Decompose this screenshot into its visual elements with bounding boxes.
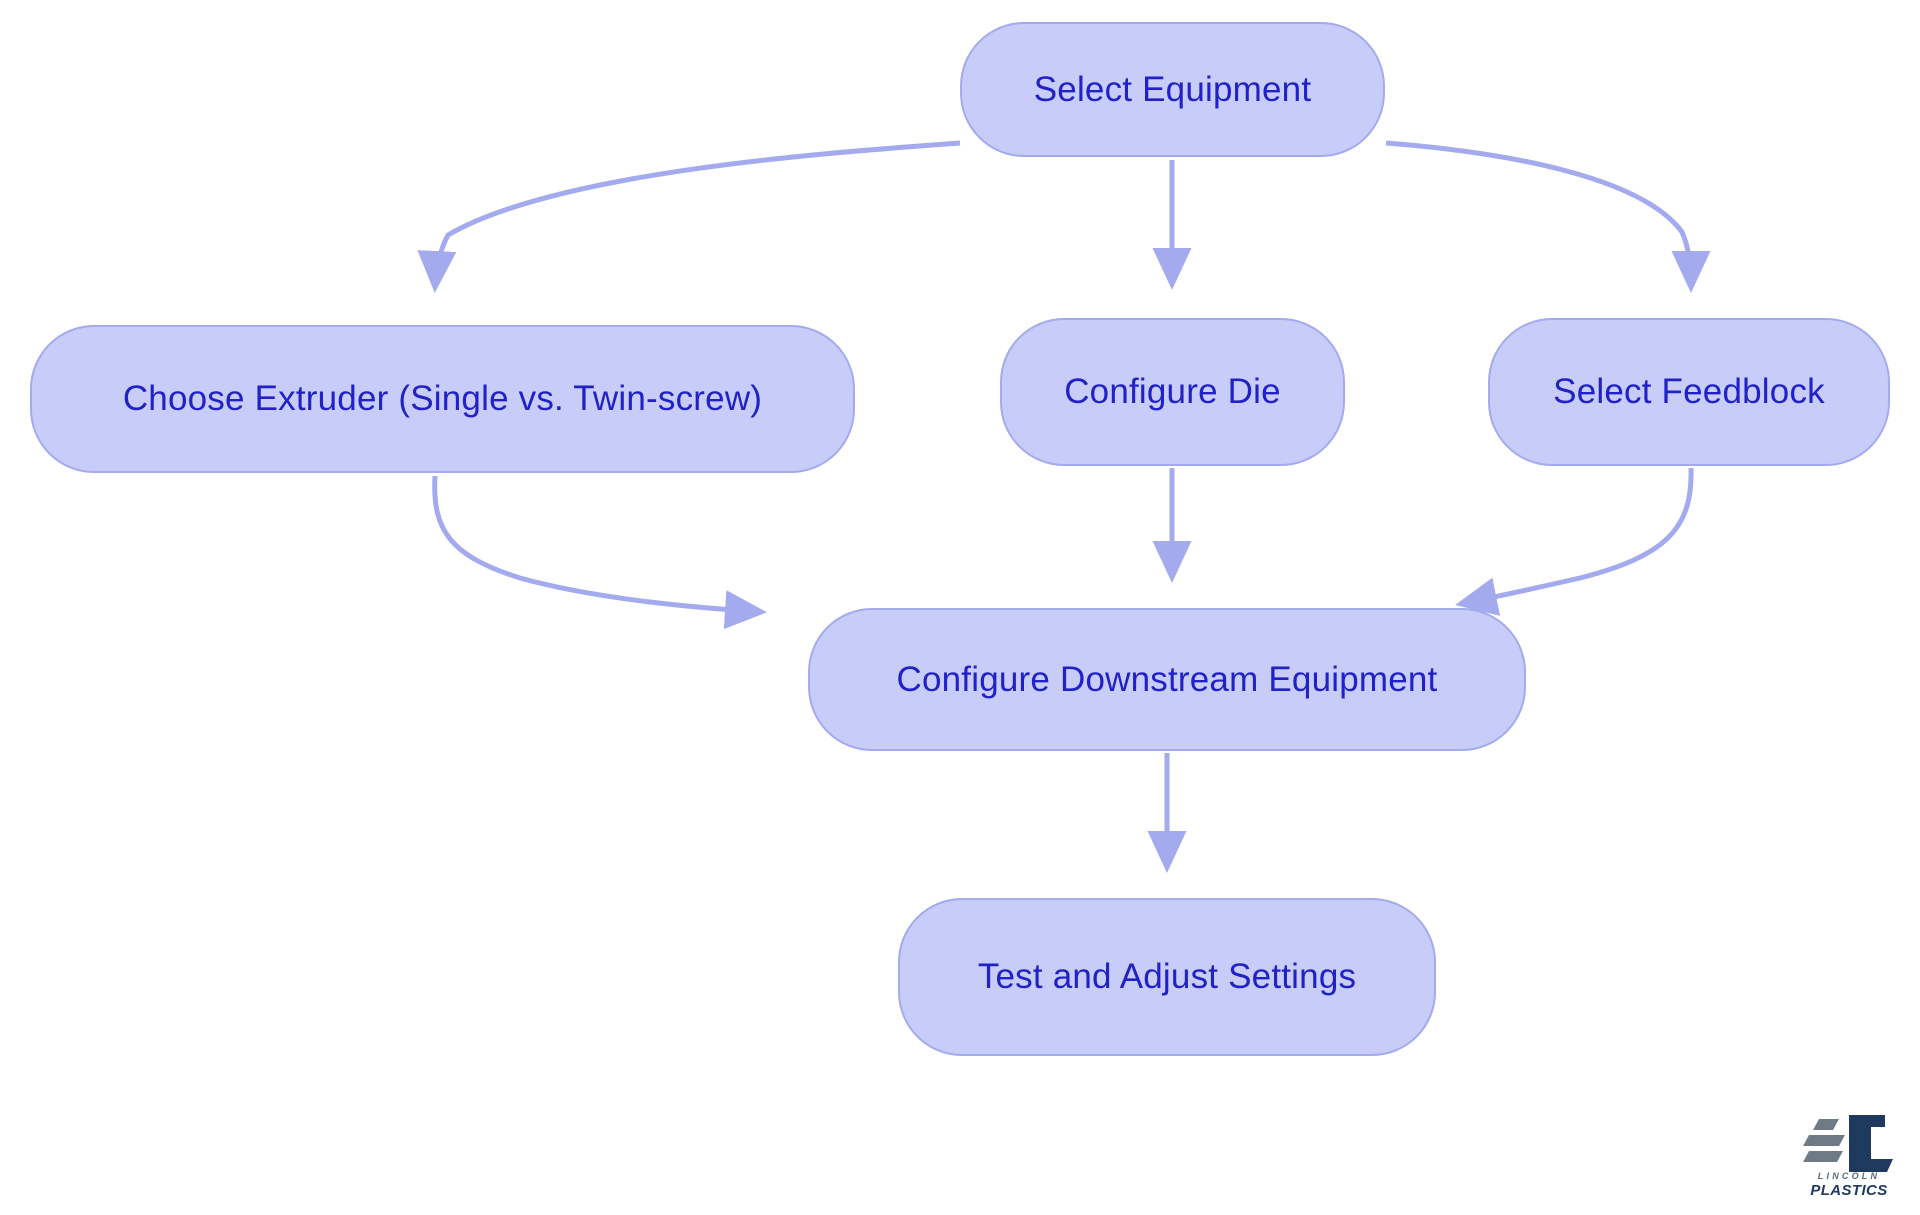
flow-node-choose-extruder[interactable]: Choose Extruder (Single vs. Twin-screw) — [30, 325, 855, 473]
flow-node-label: Select Equipment — [1033, 69, 1312, 109]
flow-node-label: Select Feedblock — [1553, 372, 1825, 411]
logo-line-lincoln: LINCOLN — [1817, 1171, 1881, 1181]
logo-wordmark: LINCOLN PLASTICS — [1793, 1171, 1905, 1199]
flow-node-label: Choose Extruder (Single vs. Twin-screw) — [122, 379, 763, 418]
edge-select-equipment-to-select-feedblock — [1385, 140, 1711, 293]
flow-node-select-feedblock[interactable]: Select Feedblock — [1488, 318, 1890, 466]
lincoln-plastics-logo: LINCOLN PLASTICS — [1793, 1113, 1905, 1205]
flow-node-label: Configure Downstream Equipment — [896, 659, 1438, 699]
edge-choose-extruder-to-configure-downstream — [432, 475, 767, 630]
flow-node-select-equipment[interactable]: Select Equipment — [960, 22, 1385, 157]
flow-node-label: Test and Adjust Settings — [977, 957, 1357, 996]
edge-select-equipment-to-choose-extruder — [417, 140, 961, 293]
flow-node-configure-die[interactable]: Configure Die — [1000, 318, 1345, 466]
edge-select-feedblock-to-configure-downstream — [1455, 467, 1694, 616]
flow-node-test-adjust[interactable]: Test and Adjust Settings — [898, 898, 1436, 1056]
flow-node-label: Configure Die — [1064, 372, 1281, 411]
logo-line-plastics: PLASTICS — [1810, 1182, 1888, 1199]
lincoln-l-mark-icon — [1803, 1115, 1893, 1172]
edge-group — [417, 140, 1711, 873]
flow-node-configure-downstream[interactable]: Configure Downstream Equipment — [808, 608, 1526, 751]
